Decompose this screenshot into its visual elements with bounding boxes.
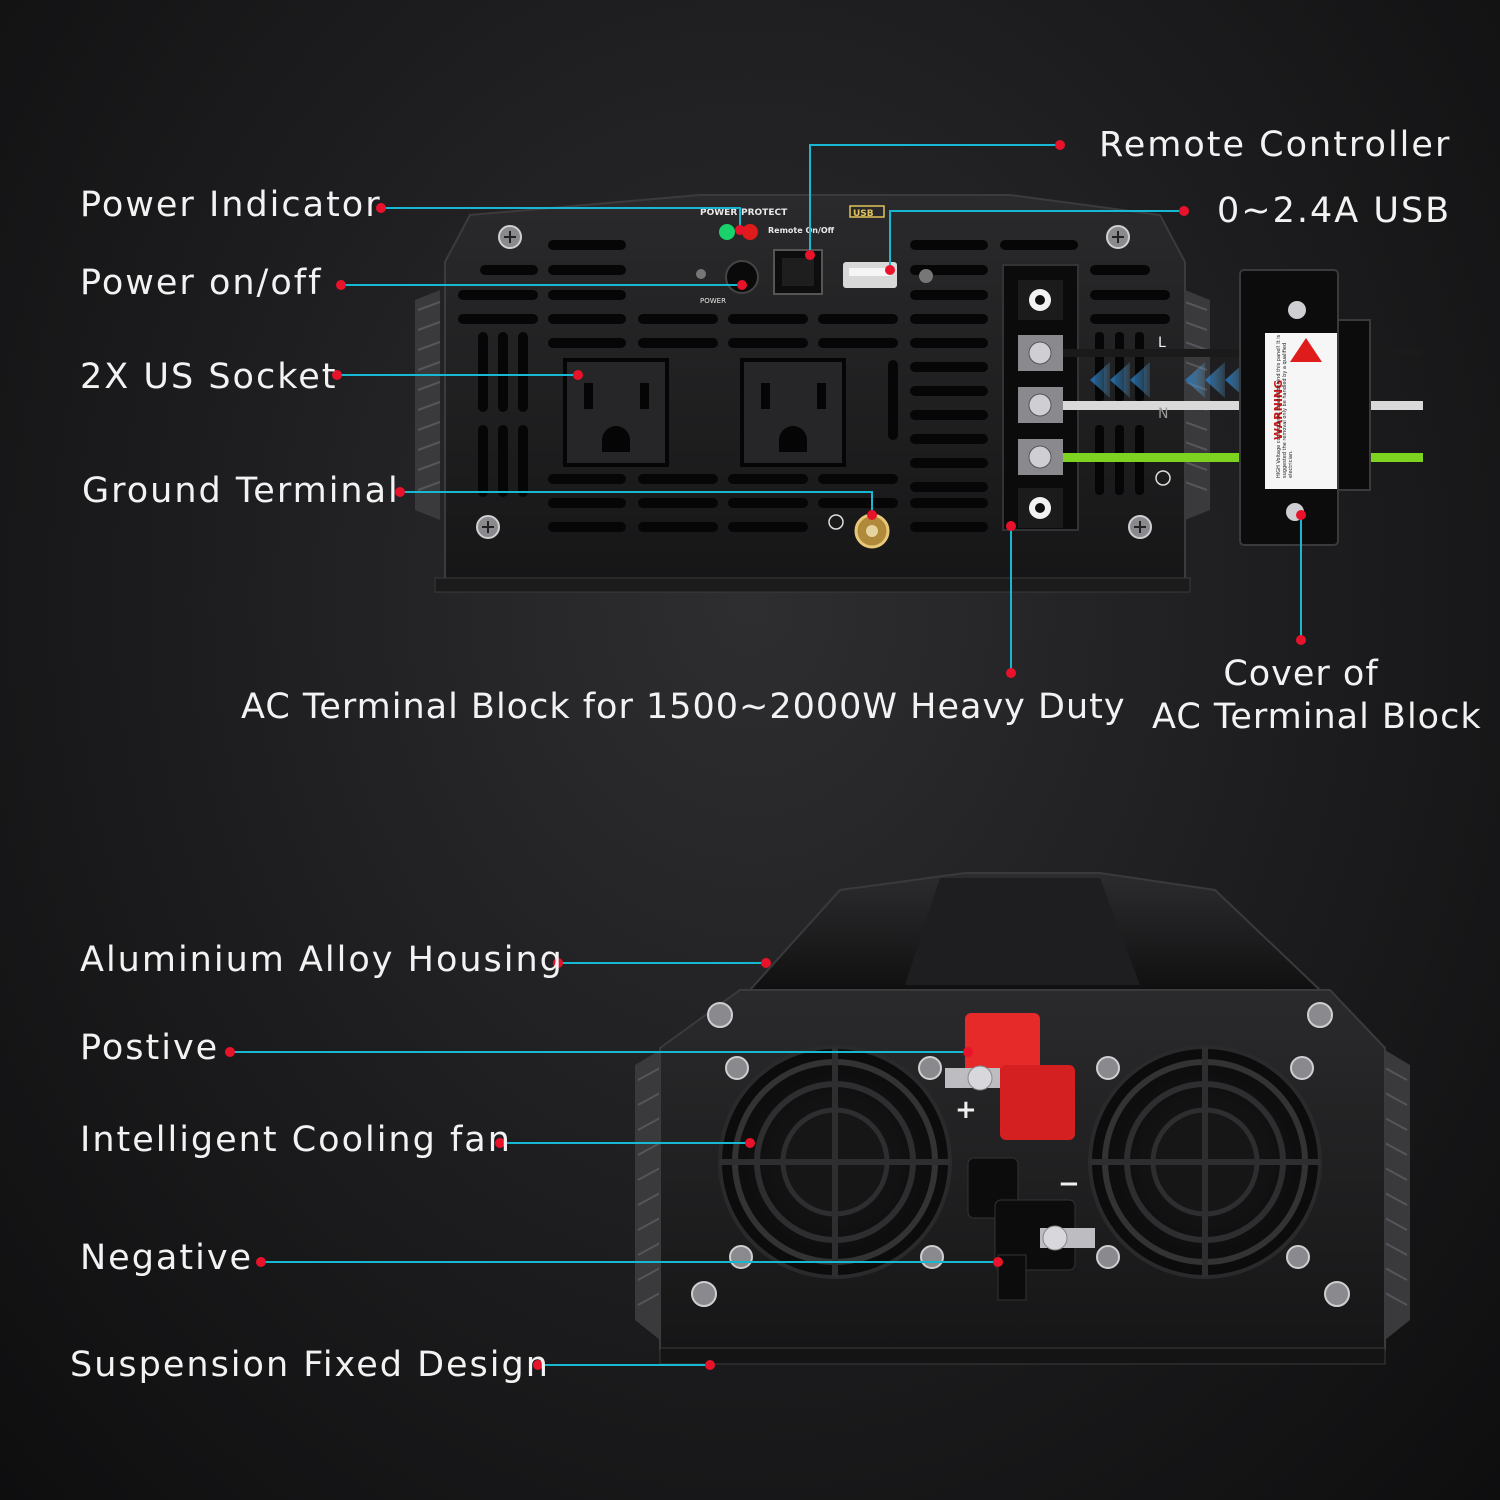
negative-terminal: − xyxy=(967,1157,1095,1301)
line-n-caption: N xyxy=(1158,406,1168,422)
label-us-socket: 2X US Socket xyxy=(80,357,338,397)
label-cover-line1: Cover of xyxy=(1223,654,1379,694)
leader-dots xyxy=(225,140,1306,1370)
label-power-onoff: Power on/off xyxy=(80,263,323,303)
label-remote-controller: Remote Controller xyxy=(1099,125,1452,165)
protect-led-caption: PROTECT xyxy=(741,208,788,218)
remote-port-caption: Remote On/Off xyxy=(768,226,835,235)
protect-led xyxy=(742,224,758,240)
label-usb: 0~2.4A USB xyxy=(1217,191,1452,231)
warning-text: HIGH Voltage components located behind t… xyxy=(1276,334,1294,478)
power-switch-caption: POWER xyxy=(700,297,726,305)
usb-badge-caption: USB xyxy=(853,209,874,219)
rear-panel: + − xyxy=(635,872,1410,1365)
label-ground-terminal: Ground Terminal xyxy=(82,471,400,511)
power-switch-screw xyxy=(696,269,706,279)
label-power-indicator: Power Indicator xyxy=(80,185,382,225)
terminal-cover: WARNING HIGH Voltage components located … xyxy=(1239,269,1371,546)
us-socket-2 xyxy=(740,358,846,467)
line-l-caption: L xyxy=(1158,335,1166,351)
usb-badge xyxy=(849,205,885,218)
label-cooling-fan: Intelligent Cooling fan xyxy=(80,1120,512,1160)
label-positive: Postive xyxy=(80,1028,220,1068)
minus-mark: − xyxy=(1058,1169,1080,1199)
warning-title: WARNING xyxy=(1272,380,1285,440)
plus-mark: + xyxy=(955,1095,977,1125)
label-cover-line2: AC Terminal Block xyxy=(1152,697,1482,737)
suspension-rail xyxy=(659,1347,1386,1365)
label-ac-terminal-block: AC Terminal Block for 1500~2000W Heavy D… xyxy=(241,687,1126,727)
cooling-fan-right xyxy=(1088,1045,1322,1279)
ac-terminal-block xyxy=(1002,264,1079,531)
leader-lines xyxy=(230,144,1302,1366)
cooling-fan-left xyxy=(718,1045,952,1279)
label-suspension: Suspension Fixed Design xyxy=(70,1345,550,1385)
positive-terminal: + xyxy=(945,1013,1075,1140)
front-panel: POWER PROTECT Remote On/Off POWER USB xyxy=(415,194,1423,593)
label-housing: Aluminium Alloy Housing xyxy=(80,940,564,980)
label-negative: Negative xyxy=(80,1238,254,1278)
power-led-caption: POWER xyxy=(700,208,737,218)
power-led xyxy=(719,224,735,240)
